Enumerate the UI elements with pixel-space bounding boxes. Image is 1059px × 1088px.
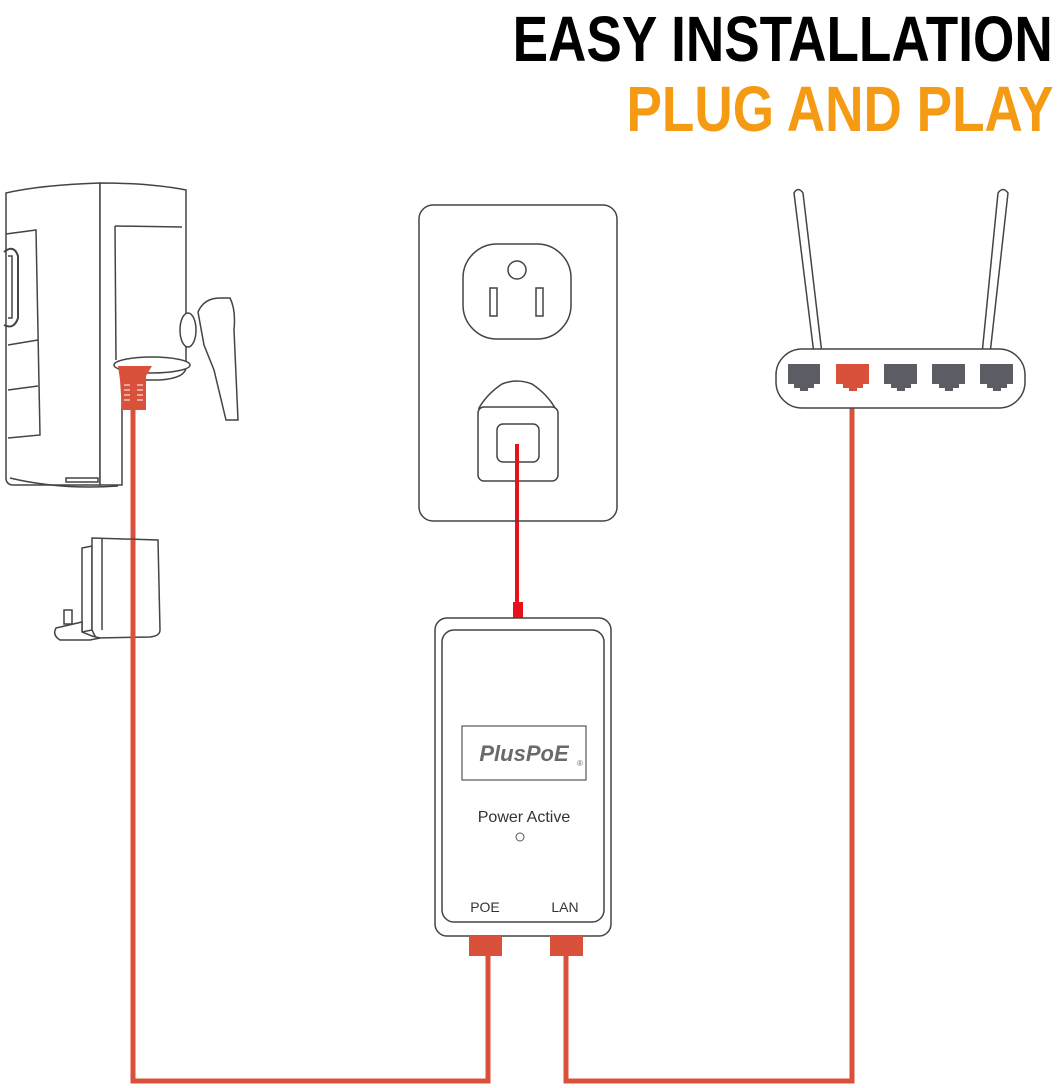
router-icon [775,188,1026,409]
camera-mount-bracket-icon [53,537,161,641]
camera-icon [3,182,239,488]
router-port-2-connected [836,364,869,391]
brand-logo: PlusPoE [479,741,570,766]
camera-ethernet-plug [118,366,152,410]
power-led-indicator [515,832,525,842]
poe-port-label: POE [470,899,500,915]
lan-port-connector [550,936,583,956]
router-port-1 [788,364,820,391]
registered-mark: ® [577,759,583,768]
heading-plug-and-play: PLUG AND PLAY [626,73,1053,145]
cable-camera-to-poe [130,405,491,1084]
router-port-3 [884,364,917,391]
router-port-5 [980,364,1013,391]
lan-port-label: LAN [551,899,578,915]
poe-injector: PlusPoE ® Power Active POE LAN [434,617,612,956]
cable-lan-to-router [563,385,855,1084]
power-cable-connector [513,602,523,620]
poe-port-connector [469,936,502,956]
wall-outlet-icon [418,204,618,522]
router-ports [788,364,1013,391]
router-port-4 [932,364,965,391]
power-active-label: Power Active [478,809,571,826]
brand-logo-box [461,725,587,781]
cables [130,385,855,1084]
heading-easy-installation: EASY INSTALLATION [512,3,1053,75]
